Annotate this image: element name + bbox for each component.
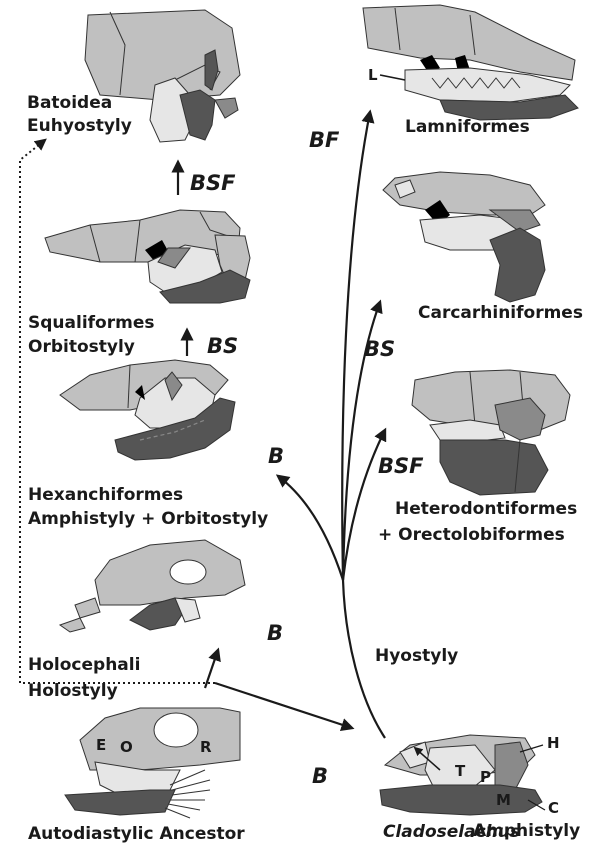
transition-b-holo: B (267, 621, 283, 645)
transition-b-clado: B (312, 764, 328, 788)
clado-label-p: P (480, 768, 491, 786)
clado-label-m: M (496, 791, 511, 809)
holocephali-skull-illustration (60, 540, 245, 632)
holocephali-name: Holocephali (28, 655, 140, 675)
transition-bsf-hetero: BSF (378, 454, 424, 478)
arrow-to-hexanchiformes (278, 476, 343, 580)
batoidea-suspension: Euhyostyly (27, 116, 132, 136)
hyostyly-label: Hyostyly (375, 646, 458, 666)
heterodontiformes-name: Heterodontiformes (395, 499, 577, 519)
squaliformes-suspension: Orbitostyly (28, 337, 135, 357)
ancestor-name: Autodiastylic Ancestor (28, 824, 245, 844)
transition-bs-carch: BS (364, 337, 395, 361)
transition-bf-lamni: BF (309, 128, 340, 152)
batoidea-name: Batoidea (27, 93, 112, 113)
lamniformes-skull-illustration: L (363, 5, 578, 120)
transition-bsf-batoid: BSF (190, 171, 236, 195)
squaliformes-skull-illustration (45, 210, 250, 303)
clado-label-h: H (547, 734, 560, 752)
carcharhiniformes-name: Carcarhiniformes (418, 303, 583, 323)
transition-bs-squali: BS (207, 334, 238, 358)
carcharhiniformes-skull-illustration (383, 172, 545, 302)
squaliformes-name: Squaliformes (28, 313, 154, 333)
anc-label-r: R (200, 738, 212, 756)
anc-label-o: O (120, 738, 133, 756)
orectolobiformes-name: + Orectolobiformes (378, 525, 565, 545)
ancestor-skull-illustration: E O R (65, 708, 240, 818)
heterodontiformes-skull-illustration (412, 370, 570, 495)
anc-label-e: E (96, 736, 106, 754)
lamni-label-l: L (368, 66, 378, 84)
hexanchiformes-skull-illustration (60, 360, 235, 460)
clado-label-t: T (455, 762, 466, 780)
lamniformes-name: Lamniformes (405, 117, 530, 137)
transition-b-hexanch: B (268, 444, 284, 468)
cladoselachus-skull-illustration: T P H M C (380, 734, 560, 817)
hexanchiformes-name: Hexanchiformes (28, 485, 183, 505)
cladoselachus-suspension: Amphistyly (473, 821, 580, 841)
hexanchiformes-suspension: Amphistyly + Orbitostyly (28, 509, 268, 529)
holocephali-suspension: Holostyly (28, 681, 118, 701)
clado-label-c: C (548, 799, 559, 817)
